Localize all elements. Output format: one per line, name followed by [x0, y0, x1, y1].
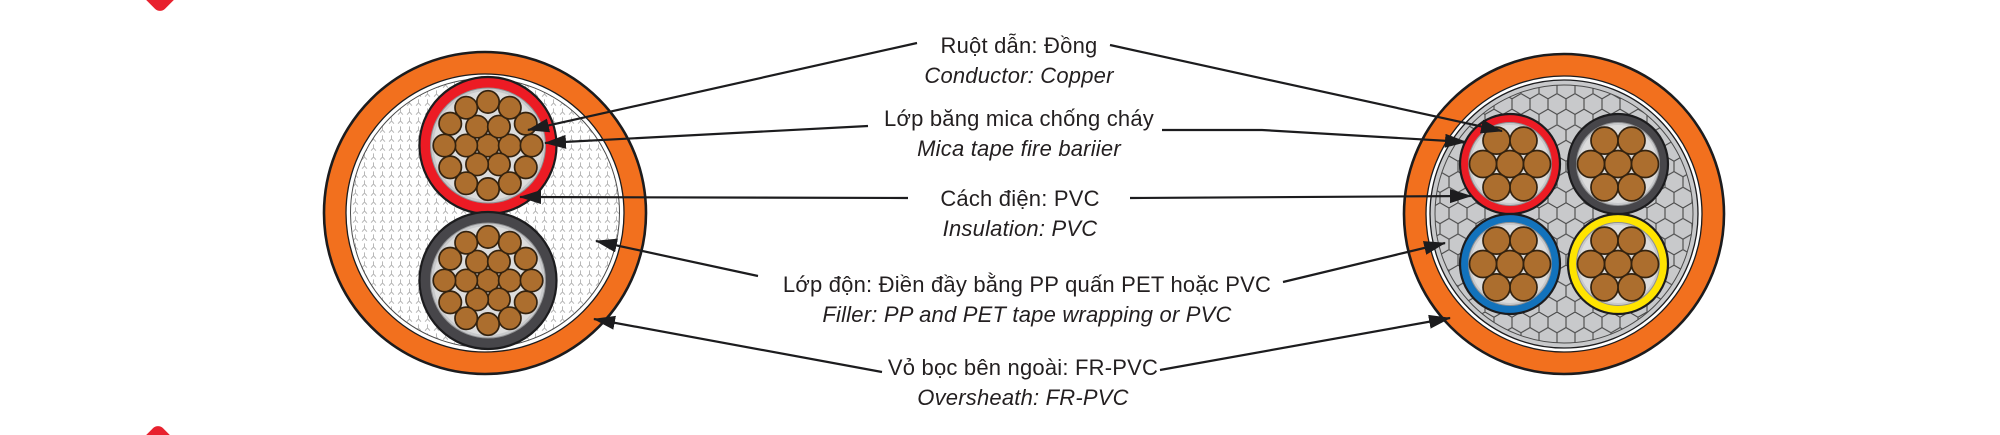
label-insulation-en: Insulation: PVC — [942, 216, 1098, 241]
label-filler-vi: Lớp độn: Điền đầy bằng PP quấn PET hoặc … — [782, 272, 1272, 297]
leader-conductor-left — [527, 41, 918, 133]
label-insulation: Cách điện: PVC Insulation: PVC — [940, 184, 1099, 244]
label-mica-tape-vi: Lớp băng mica chống cháy — [884, 106, 1154, 131]
leader-oversheath-right — [1159, 314, 1451, 372]
label-conductor: Ruột dẫn: Đồng Conductor: Copper — [924, 31, 1113, 91]
core-red-2core — [418, 75, 558, 216]
leader-mica-right — [1162, 128, 1467, 148]
label-oversheath-en: Oversheath: FR-PVC — [917, 385, 1129, 410]
leader-oversheath-left — [593, 315, 883, 374]
core-red-4core — [1458, 112, 1562, 216]
leader-lines — [519, 41, 1503, 374]
label-oversheath-vi: Vỏ bọc bên ngoài: FR-PVC — [887, 355, 1159, 380]
leader-insulation-right — [1129, 189, 1472, 204]
core-yellow-4core — [1566, 212, 1670, 316]
label-filler: Lớp độn: Điền đầy bằng PP quấn PET hoặc … — [783, 270, 1271, 330]
label-oversheath: Vỏ bọc bên ngoài: FR-PVC Oversheath: FR-… — [888, 353, 1158, 413]
label-mica-tape: Lớp băng mica chống cháy Mica tape fire … — [884, 104, 1154, 164]
label-insulation-vi: Cách điện: PVC — [940, 186, 1100, 211]
cable-cross-section-2core — [322, 50, 648, 376]
decor-diamond-bottom — [141, 426, 175, 435]
cable-cross-section-4core — [1402, 52, 1726, 376]
leader-mica-left — [544, 124, 869, 149]
leader-conductor-right — [1109, 43, 1503, 134]
leader-filler-right — [1282, 241, 1446, 284]
core-blue-4core — [1458, 212, 1562, 316]
core-black-2core — [418, 210, 558, 351]
core-black-4core — [1566, 112, 1670, 216]
label-filler-en: Filler: PP and PET tape wrapping or PVC — [822, 302, 1232, 327]
leader-filler-left — [595, 238, 759, 278]
label-mica-tape-en: Mica tape fire bariier — [917, 136, 1121, 161]
leader-insulation-left — [519, 190, 909, 205]
label-conductor-en: Conductor: Copper — [924, 63, 1114, 88]
decor-diamond-top — [143, 0, 177, 11]
label-conductor-vi: Ruột dẫn: Đồng — [940, 33, 1098, 58]
